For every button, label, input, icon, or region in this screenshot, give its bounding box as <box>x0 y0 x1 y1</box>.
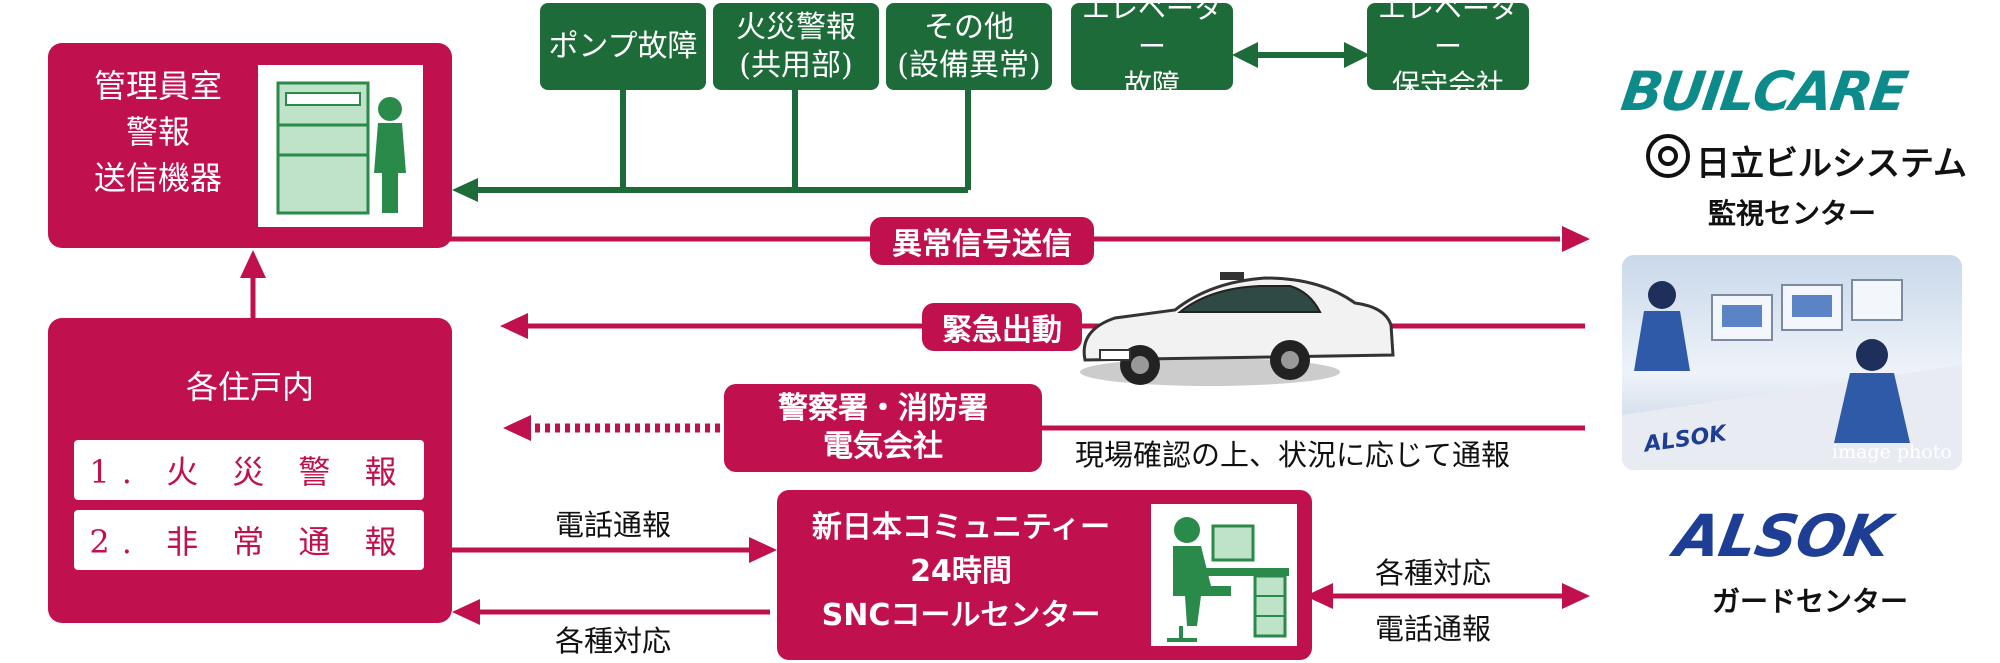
elevator-maintenance-box: エレベーター 保守会社 <box>1367 0 1529 101</box>
photo-caption: image photo <box>1832 441 1952 463</box>
guard-center-label: ガードセンター <box>1712 585 1909 618</box>
emergency-report-item: 2. 非 常 通 報 <box>74 510 424 570</box>
abnormal-signal-pill: 異常信号送信 <box>870 217 1094 265</box>
monitoring-room-photo: ALSOK image photo <box>1622 255 1962 470</box>
other-equipment-label: その他 (設備異常) <box>897 9 1041 83</box>
fire-alarm-common-label: 火災警報 (共用部) <box>736 9 856 83</box>
call-center-label: 新日本コミュニティー 24時間 SNCコールセンター <box>811 510 1111 633</box>
operator-icon <box>1167 517 1289 642</box>
monitoring-room-icon <box>1622 279 1962 470</box>
fire-alarm-common-box: 火災警報 (共用部) <box>713 3 879 90</box>
right-phone-label: 電話通報 <box>1375 612 1492 646</box>
elevator-failure-label: エレベーター 故障 <box>1081 0 1222 101</box>
patrol-car-icon <box>1080 272 1395 386</box>
elevator-failure-box: エレベーター 故障 <box>1071 0 1233 101</box>
pump-failure-label: ポンプ故障 <box>548 28 698 64</box>
call-center-box: 新日本コミュニティー 24時間 SNCコールセンター <box>777 490 1312 660</box>
various-response-label: 各種対応 <box>555 624 672 658</box>
right-various-label: 各種対応 <box>1375 556 1492 590</box>
confirm-note: 現場確認の上、状況に応じて通報 <box>1075 438 1511 472</box>
phone-report-label: 電話通報 <box>555 508 672 542</box>
fire-alarm-item: 1. 火 災 警 報 <box>74 440 424 500</box>
hitachi-logo: 日立ビルシステム <box>1696 144 1967 184</box>
residence-box: 各住戸内 1. 火 災 警 報 2. 非 常 通 報 <box>48 318 452 623</box>
emergency-dispatch-pill: 緊急出動 <box>922 303 1082 351</box>
other-equipment-box: その他 (設備異常) <box>886 3 1052 90</box>
alarm-device-icon <box>276 81 406 215</box>
operator-illustration <box>1151 504 1297 646</box>
alsok-logo: ALSOK <box>1670 502 1895 570</box>
manager-room-box: 管理員室 警報 送信機器 <box>48 43 452 248</box>
elevator-maintenance-label: エレベーター 保守会社 <box>1377 0 1518 101</box>
builcare-logo: BUILCARE <box>1617 60 1910 123</box>
residence-title: 各住戸内 <box>185 368 314 406</box>
hitachi-mark-icon <box>1646 134 1690 178</box>
manager-room-label: 管理員室 警報 送信機器 <box>93 67 222 197</box>
police-fire-pill: 警察署・消防署 電気会社 <box>724 384 1042 472</box>
monitor-center-label: 監視センター <box>1708 197 1877 230</box>
alarm-device-illustration <box>258 65 423 227</box>
pump-failure-box: ポンプ故障 <box>540 3 706 90</box>
